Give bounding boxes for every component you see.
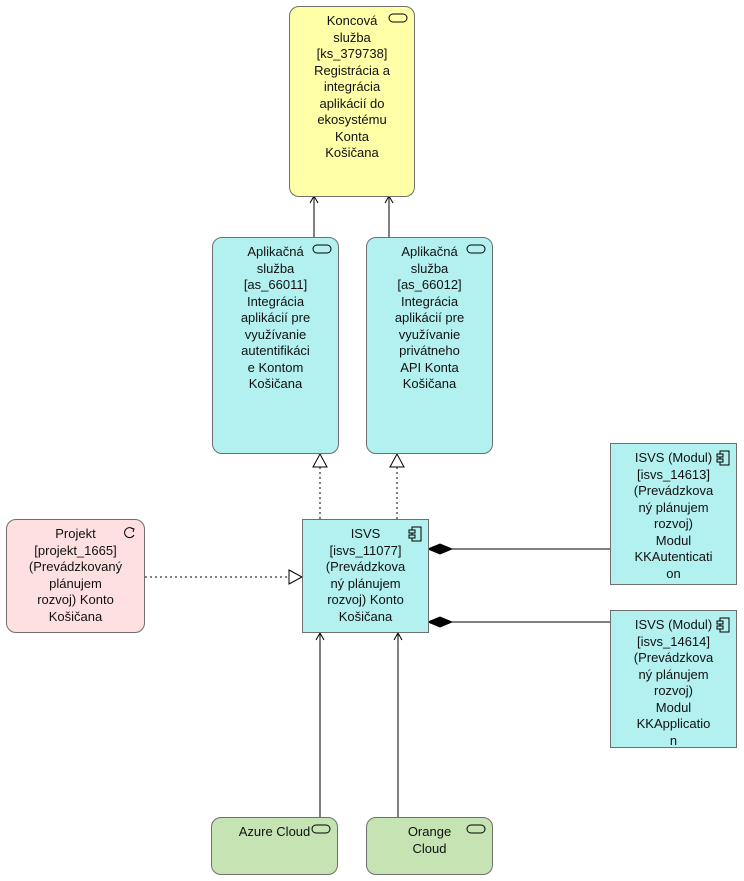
service-icon [388, 13, 408, 23]
node-label: Projekt [projekt_1665] (Prevádzkovaný pl… [28, 526, 123, 624]
arrowhead [393, 631, 403, 641]
component-icon [716, 617, 730, 633]
node-koncova-sluzba[interactable]: Koncová služba [ks_379738] Registrácia a… [289, 6, 415, 197]
service-icon [312, 244, 332, 254]
arrowhead [389, 452, 405, 468]
arrowhead [315, 631, 325, 641]
diamond-head [426, 616, 454, 628]
node-isvs-11077[interactable]: ISVS [isvs_11077] (Prevádzkova ný plánuj… [302, 519, 429, 633]
node-aplikacna-sluzba-as66012[interactable]: Aplikačná služba [as_66012] Integrácia a… [366, 237, 493, 454]
node-label: ISVS (Modul) [isvs_14614] (Prevádzkova n… [633, 617, 714, 748]
node-label: ISVS [isvs_11077] (Prevádzkova ný plánuj… [325, 526, 406, 624]
diamond-head [426, 543, 454, 555]
node-label: Koncová služba [ks_379738] Registrácia a… [314, 13, 390, 160]
node-azure-cloud[interactable]: Azure Cloud [211, 817, 338, 875]
arrowhead [312, 452, 328, 468]
project-icon [124, 527, 135, 539]
node-label: ISVS (Modul) [isvs_14613] (Prevádzkova n… [633, 450, 714, 581]
node-projekt-1665[interactable]: Projekt [projekt_1665] (Prevádzkovaný pl… [6, 519, 145, 633]
service-icon [466, 824, 486, 834]
service-icon [466, 244, 486, 254]
component-icon [408, 526, 422, 542]
node-label: Azure Cloud [238, 824, 311, 839]
node-orange-cloud[interactable]: Orange Cloud [366, 817, 493, 875]
node-label: Aplikačná služba [as_66012] Integrácia a… [394, 244, 465, 391]
node-label: Aplikačná služba [as_66011] Integrácia a… [240, 244, 311, 391]
service-icon [311, 824, 331, 834]
component-icon [716, 450, 730, 466]
arrowhead [288, 569, 304, 585]
node-isvs-14613[interactable]: ISVS (Modul) [isvs_14613] (Prevádzkova n… [610, 443, 737, 585]
node-aplikacna-sluzba-as66011[interactable]: Aplikačná služba [as_66011] Integrácia a… [212, 237, 339, 454]
node-isvs-14614[interactable]: ISVS (Modul) [isvs_14614] (Prevádzkova n… [610, 610, 737, 748]
node-label: Orange Cloud [407, 824, 452, 856]
